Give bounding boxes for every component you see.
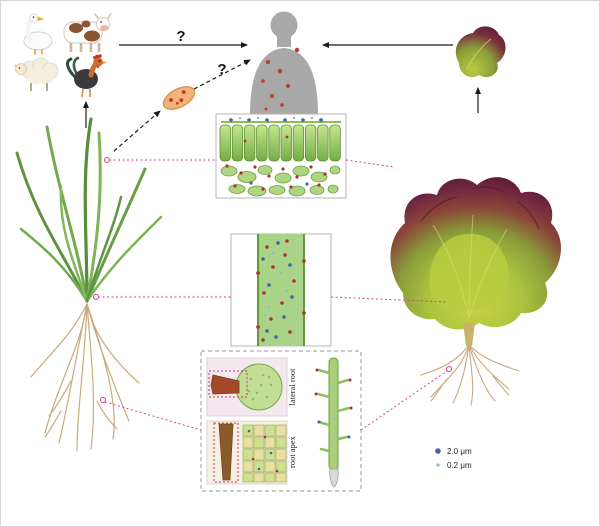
arrow-protozoa-to-human bbox=[193, 59, 251, 90]
farm-animals-group bbox=[14, 13, 112, 98]
stem-xylem-inset bbox=[230, 233, 332, 347]
question-mark-2: ? bbox=[217, 61, 226, 78]
wheat-roots bbox=[30, 303, 140, 452]
legend-label-02um: 0.2 μm bbox=[447, 461, 472, 470]
protozoa-icon bbox=[162, 86, 196, 110]
arrow-leaf-to-protozoa bbox=[113, 110, 161, 152]
legend: 2.0 μm 0.2 μm bbox=[435, 447, 472, 470]
cow-icon bbox=[63, 13, 112, 52]
connector-anchor-circles bbox=[93, 157, 452, 403]
root-inset: lateral root root apex bbox=[200, 350, 362, 492]
leaf-cross-section-inset bbox=[215, 113, 347, 199]
connector-lines bbox=[98, 159, 448, 431]
human-microplastic-dots bbox=[261, 47, 300, 111]
lettuce-stem bbox=[463, 323, 475, 346]
lettuce-plant bbox=[390, 177, 562, 406]
lettuce-leaf-piece bbox=[455, 26, 506, 78]
rooster-icon bbox=[66, 54, 107, 98]
human-silhouette-icon bbox=[250, 11, 318, 115]
root-apex-label: root apex bbox=[287, 435, 297, 468]
legend-dot-2um bbox=[435, 448, 441, 454]
sheep-icon bbox=[14, 57, 59, 91]
legend-dot-02um bbox=[436, 463, 440, 467]
root-diagram bbox=[314, 357, 353, 488]
lateral-root-label: lateral root bbox=[287, 368, 297, 406]
lettuce-roots bbox=[420, 344, 520, 406]
legend-label-2um: 2.0 μm bbox=[447, 447, 472, 456]
question-mark-1: ? bbox=[176, 28, 185, 45]
lateral-root-micrograph bbox=[206, 357, 288, 417]
root-apex-micrograph bbox=[206, 420, 288, 485]
goose-icon bbox=[23, 13, 53, 55]
arrows-group bbox=[83, 42, 481, 152]
wheat-plant bbox=[15, 117, 163, 452]
